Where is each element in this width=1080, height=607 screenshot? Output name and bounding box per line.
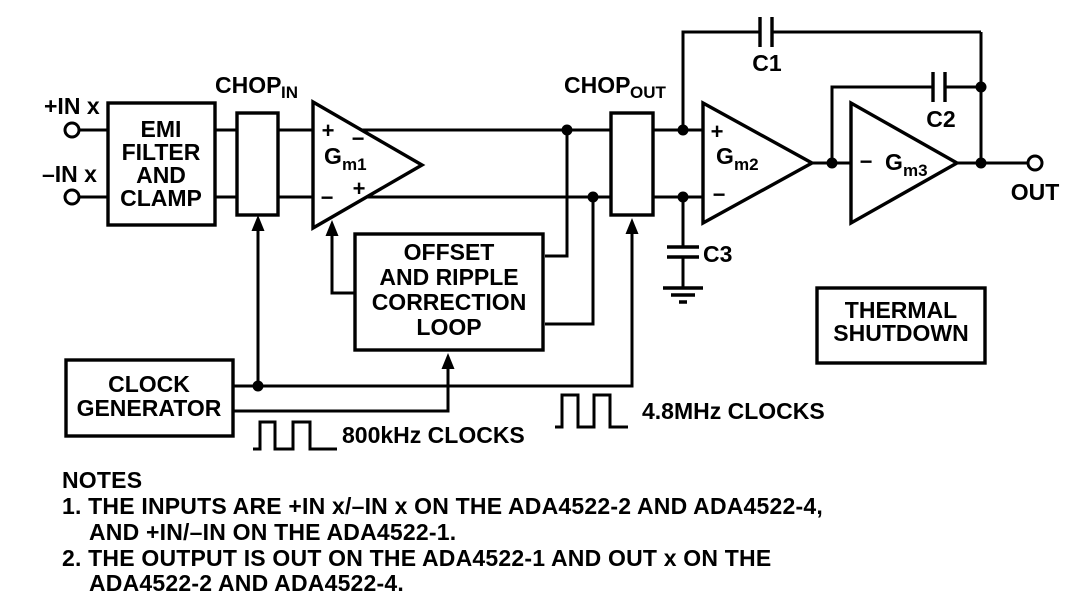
gm3-triangle (849, 100, 961, 226)
notes-line-1: 1. THE INPUTS ARE +IN x/–IN x ON THE ADA… (62, 493, 823, 519)
emi-line1: EMI (141, 116, 182, 142)
clock-waveform-4p8mhz (555, 393, 628, 429)
offset-line4: LOOP (416, 314, 481, 340)
junction-dot (561, 124, 573, 136)
c3-label: C3 (703, 241, 732, 267)
offset-loop-box (353, 232, 545, 352)
c2-capacitor (931, 72, 947, 102)
chop-in-block (235, 111, 280, 217)
clock-4p8mhz-label: 4.8MHz CLOCKS (642, 398, 825, 424)
notes-block: NOTES 1. THE INPUTS ARE +IN x/–IN x ON T… (62, 467, 823, 596)
gm1-labels: + − G m1 + − (321, 118, 367, 210)
arrow-into-chopin (251, 215, 265, 231)
c1-label: C1 (752, 50, 782, 76)
wire-clk-to-loop (233, 369, 450, 413)
clock-waveform-800khz (253, 420, 337, 451)
gm1-output-minus: − (352, 126, 365, 151)
chop-out-label: CHOP OUT (564, 72, 667, 102)
junction-dot (587, 191, 599, 203)
offset-line2: AND RIPPLE (379, 264, 518, 290)
clockgen-line1: CLOCK (108, 371, 190, 397)
junction-dot (677, 191, 689, 203)
thermal-line2: SHUTDOWN (833, 320, 968, 346)
emi-filter-box (106, 101, 217, 227)
wire-c1-feedback (681, 30, 981, 130)
gm1-label: G (324, 143, 342, 169)
c2-plates (931, 72, 947, 102)
in-pos-terminal (63, 121, 81, 139)
c1-capacitor (758, 17, 774, 47)
out-terminal (1026, 154, 1044, 172)
gm3-input-minus: − (860, 149, 873, 174)
junction-dots (252, 81, 987, 392)
gm2-label-sub: m2 (734, 155, 759, 174)
gm1-input-minus: − (321, 185, 334, 210)
chop-out-sub: OUT (630, 83, 667, 102)
wire-loop-tap-top (545, 130, 569, 258)
chop-out-main: CHOP (564, 72, 630, 98)
wire-c2-feedback (830, 85, 981, 163)
thermal-line1: THERMAL (845, 297, 957, 323)
clock-generator-label: CLOCK GENERATOR (77, 371, 222, 421)
offset-loop-label: OFFSET AND RIPPLE CORRECTION LOOP (372, 239, 527, 340)
junction-dot (252, 380, 264, 392)
gm2-input-minus: − (713, 182, 726, 207)
in-pos-label: +IN x (44, 93, 100, 119)
ground-bars (663, 286, 703, 304)
emi-line2: FILTER (122, 139, 201, 165)
in-neg-label: –IN x (42, 161, 97, 187)
gm1-input-plus: + (322, 118, 335, 143)
ground-symbol (663, 286, 703, 304)
gm2-labels: + G m2 − (711, 119, 759, 207)
gm2-label: G (716, 143, 734, 169)
arrow-into-offset-loop (441, 353, 455, 369)
notes-line-4: ADA4522-2 AND ADA4522-4. (89, 570, 404, 596)
arrow-into-chopout (625, 218, 639, 234)
gm3-labels: − G m3 (860, 149, 928, 180)
wire-clk-to-chopout (233, 234, 634, 388)
chop-out-block (609, 111, 655, 217)
gm3-label-sub: m3 (903, 161, 928, 180)
chop-in-label: CHOP IN (215, 72, 298, 102)
emi-line4: CLAMP (120, 185, 202, 211)
offset-line1: OFFSET (404, 239, 495, 265)
gm2-input-plus: + (711, 119, 724, 144)
wire-loop-to-gm1 (330, 236, 355, 295)
gm1-output-plus: + (353, 176, 366, 201)
junction-dot (975, 81, 987, 93)
chop-in-sub: IN (281, 83, 298, 102)
thermal-shutdown-label: THERMAL SHUTDOWN (833, 297, 968, 346)
gm2-triangle (701, 100, 816, 226)
out-label: OUT (1011, 179, 1060, 205)
notes-line-2: AND +IN/–IN ON THE ADA4522-1. (89, 519, 456, 545)
wire-loop-tap-bot (545, 197, 595, 326)
c2-label: C2 (926, 106, 955, 132)
in-neg-terminal (63, 188, 81, 206)
chop-in-main: CHOP (215, 72, 281, 98)
offset-line3: CORRECTION (372, 289, 527, 315)
junction-dot (975, 157, 987, 169)
clock-800khz-label: 800kHz CLOCKS (342, 422, 525, 448)
junction-dot (677, 124, 689, 136)
emi-line3: AND (136, 162, 186, 188)
c3-capacitor (667, 245, 699, 259)
clockgen-line2: GENERATOR (77, 395, 222, 421)
clock-generator-box (64, 358, 235, 438)
c3-plates (667, 245, 699, 259)
clock-wires (233, 230, 634, 413)
gm1-label-sub: m1 (342, 155, 367, 174)
thermal-shutdown-box (815, 286, 987, 365)
c1-plates (758, 17, 774, 47)
gm3-label: G (885, 149, 903, 175)
arrow-into-gm1 (325, 220, 339, 236)
notes-line-3: 2. THE OUTPUT IS OUT ON THE ADA4522-1 AN… (62, 545, 771, 571)
arrowheads (251, 215, 639, 369)
notes-title: NOTES (62, 467, 142, 493)
gm1-triangle (311, 99, 426, 231)
junction-dot (826, 157, 838, 169)
emi-filter-label: EMI FILTER AND CLAMP (120, 116, 202, 211)
